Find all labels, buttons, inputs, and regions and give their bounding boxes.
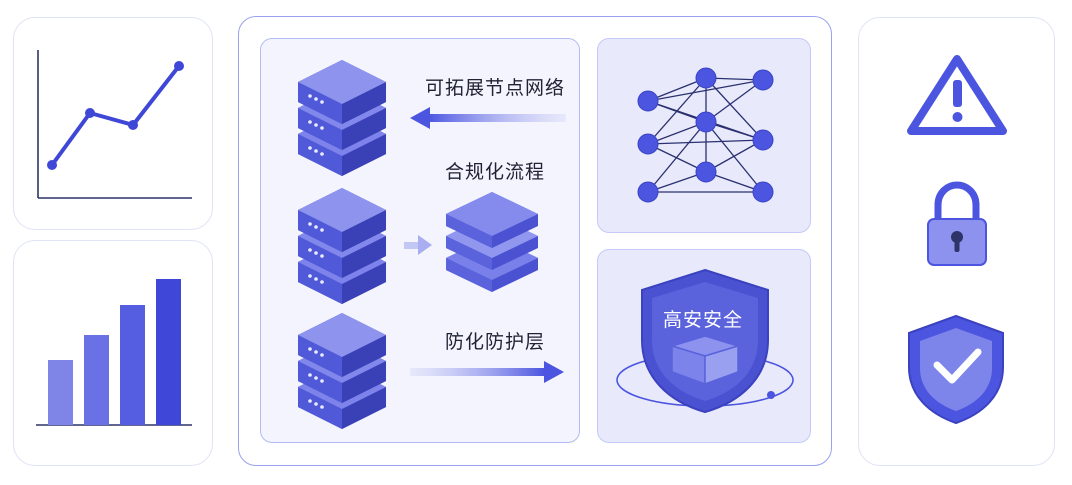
bar-chart-icon	[36, 279, 192, 426]
bar-chart-card	[13, 240, 213, 466]
padlock-icon	[927, 181, 987, 266]
scalable-nodes-label: 可拓展节点网络	[425, 77, 566, 99]
arrow-right-icon	[410, 361, 564, 383]
compliance-flow-label: 合规化流程	[445, 161, 546, 183]
shield-check-icon	[908, 314, 1004, 425]
arrow-left-icon	[410, 107, 566, 129]
line-chart-icon	[37, 50, 192, 199]
warning-icon	[907, 55, 1007, 135]
arrow-right-small-icon	[404, 235, 432, 255]
high-security-label: 高安安全	[663, 309, 744, 331]
protection-layer-label: 防化防护层	[445, 331, 546, 353]
line-chart-card	[13, 17, 213, 230]
